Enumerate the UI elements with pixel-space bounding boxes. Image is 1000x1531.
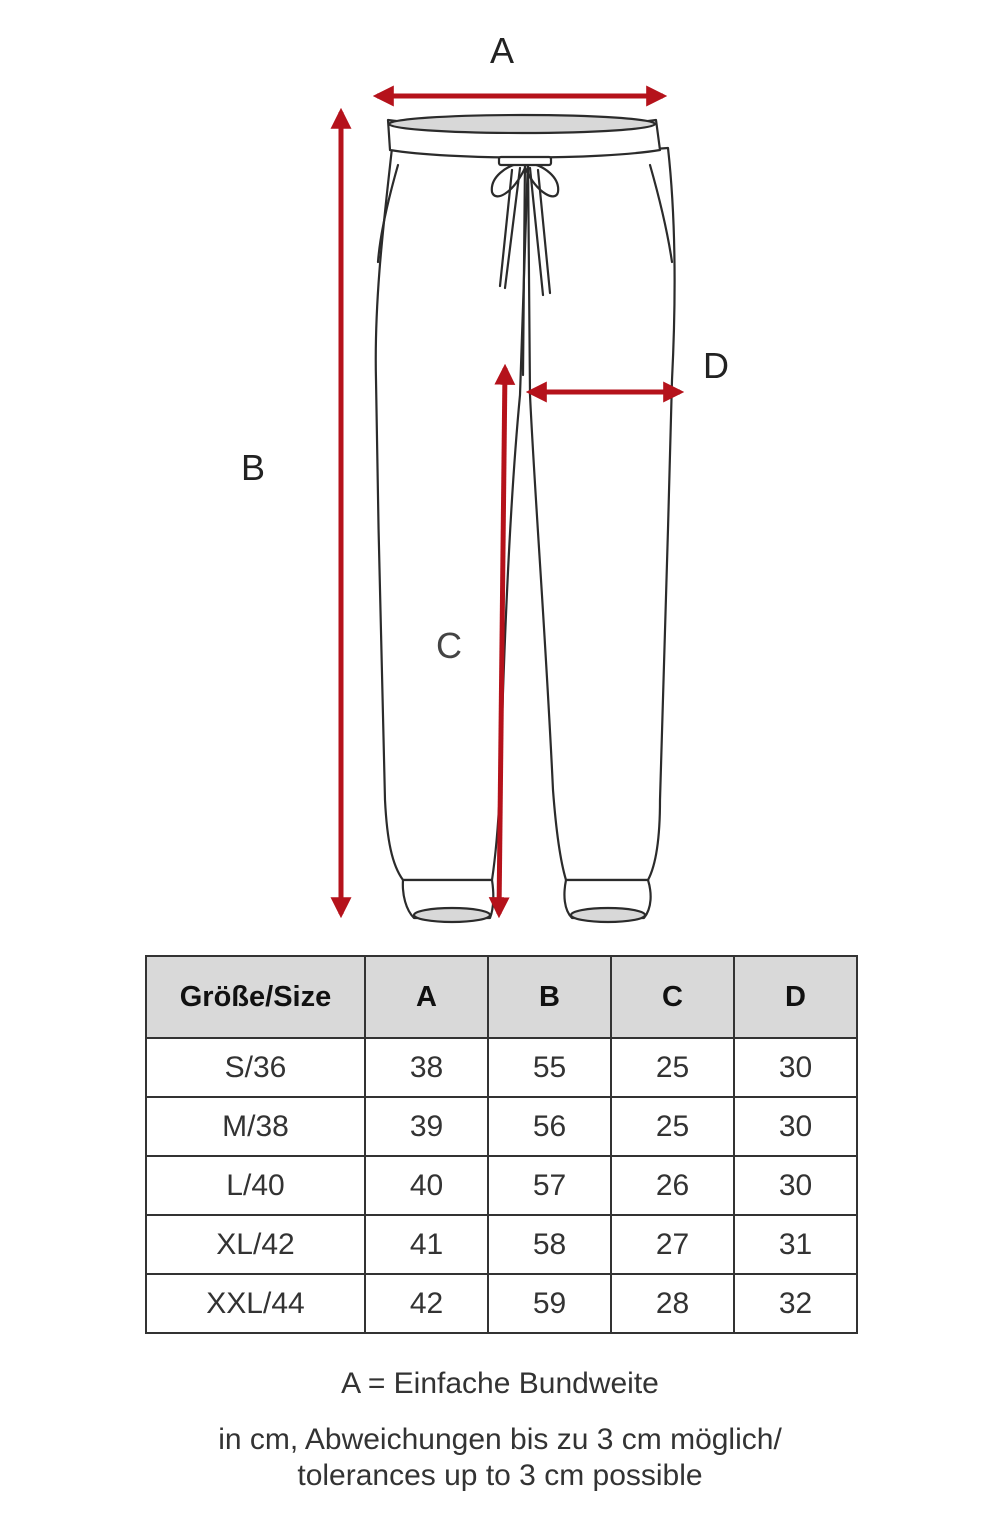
header-a: A (364, 955, 489, 1039)
cell-d: 30 (733, 1096, 858, 1157)
cell-a: 39 (364, 1096, 489, 1157)
cell-c: 25 (610, 1037, 735, 1098)
cell-c: 26 (610, 1155, 735, 1216)
size-chart-table: Größe/Size A B C D S/36 38 55 25 30 M/38… (145, 955, 858, 1334)
drawstring-right (528, 166, 552, 297)
cell-c: 28 (610, 1273, 735, 1334)
cell-a: 38 (364, 1037, 489, 1098)
pants-illustration (374, 113, 676, 924)
label-d: D (703, 345, 729, 386)
cell-a: 41 (364, 1214, 489, 1275)
cell-b: 56 (487, 1096, 612, 1157)
drawstring-bow (490, 160, 560, 198)
cell-b: 59 (487, 1273, 612, 1334)
drawstring-eyelet (497, 155, 553, 167)
table-row: XXL/44 42 59 28 32 (145, 1273, 858, 1334)
header-b: B (487, 955, 612, 1039)
note-a-definition: A = Einfache Bundweite (341, 1367, 659, 1400)
cell-a: 40 (364, 1155, 489, 1216)
cell-d: 31 (733, 1214, 858, 1275)
pants-measurement-diagram: A B C D (241, 30, 729, 924)
cell-size: XL/42 (145, 1214, 366, 1275)
table-header-row: Größe/Size A B C D (145, 955, 858, 1039)
header-size: Größe/Size (145, 955, 366, 1039)
left-cuff-opening (412, 906, 492, 924)
cell-c: 27 (610, 1214, 735, 1275)
cell-b: 57 (487, 1155, 612, 1216)
left-pocket (376, 163, 400, 264)
measurement-arrows (330, 85, 685, 919)
cell-a: 42 (364, 1273, 489, 1334)
note-tolerance-line1: in cm, Abweichungen bis zu 3 cm möglich/ (218, 1423, 782, 1456)
header-d: D (733, 955, 858, 1039)
table-row: L/40 40 57 26 30 (145, 1155, 858, 1216)
cell-d: 32 (733, 1273, 858, 1334)
cell-size: L/40 (145, 1155, 366, 1216)
label-a: A (490, 30, 514, 71)
right-cuff-opening (569, 906, 647, 924)
table-row: S/36 38 55 25 30 (145, 1037, 858, 1098)
right-pocket (648, 163, 674, 264)
label-b: B (241, 447, 265, 488)
arrow-c (488, 363, 516, 919)
cell-size: M/38 (145, 1096, 366, 1157)
header-c: C (610, 955, 735, 1039)
note-tolerance-line2: tolerances up to 3 cm possible (297, 1459, 703, 1492)
cell-c: 25 (610, 1096, 735, 1157)
drawstring-left (498, 166, 522, 290)
note-tolerance: in cm, Abweichungen bis zu 3 cm möglich/… (0, 1422, 1000, 1494)
label-c: C (436, 625, 462, 666)
cell-d: 30 (733, 1037, 858, 1098)
waistband-opening (387, 113, 657, 135)
cell-d: 30 (733, 1155, 858, 1216)
center-seam (521, 158, 527, 377)
cell-b: 55 (487, 1037, 612, 1098)
cell-size: XXL/44 (145, 1273, 366, 1334)
table-row: XL/42 41 58 27 31 (145, 1214, 858, 1275)
table-row: M/38 39 56 25 30 (145, 1096, 858, 1157)
cell-b: 58 (487, 1214, 612, 1275)
cell-size: S/36 (145, 1037, 366, 1098)
right-leg (526, 146, 676, 882)
